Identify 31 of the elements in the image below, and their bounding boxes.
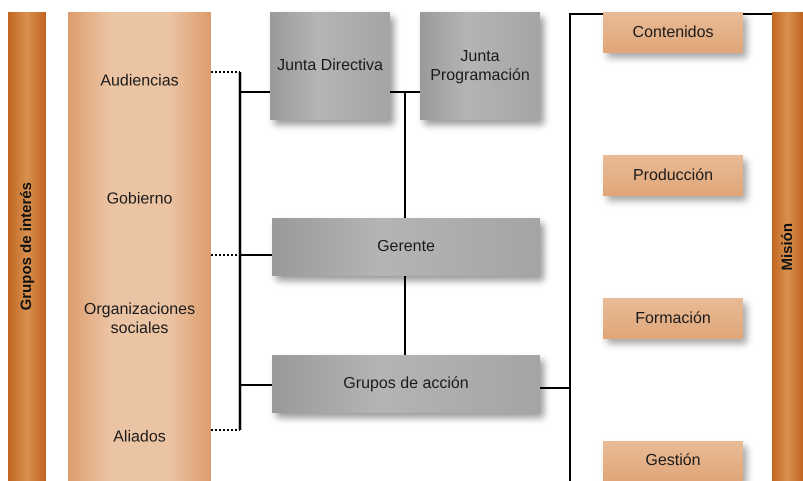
process-box: [603, 155, 743, 196]
process-box: [603, 12, 743, 53]
process-box: [603, 298, 743, 339]
process-box: [272, 218, 540, 276]
connector-line: [211, 384, 272, 431]
text-label: Contenidos: [632, 22, 714, 42]
text-label: Grupos de interés: [18, 182, 36, 311]
text-label: Gerente: [377, 237, 435, 257]
text-label: Junta Directiva: [277, 56, 383, 76]
process-box: [420, 12, 540, 120]
text-label: Grupos de acción: [343, 374, 469, 394]
stakeholder-band: [68, 12, 211, 481]
connector-line: [404, 91, 420, 218]
text-label: Aliados: [112, 427, 167, 447]
text-label: Organizaciones sociales: [82, 300, 196, 338]
text-label: Gestión: [645, 451, 701, 471]
connector-line: [211, 254, 272, 256]
text-label: Misión: [778, 222, 796, 270]
text-label: Junta Programación: [429, 46, 531, 86]
process-box: [603, 441, 743, 481]
connector-line: [404, 276, 406, 355]
process-box: [272, 355, 540, 413]
text-label: Formación: [635, 308, 711, 328]
text-label: Gobierno: [106, 189, 174, 209]
connector-line: [211, 71, 270, 93]
side-bar: [772, 12, 803, 481]
bracket-line: [238, 72, 242, 430]
text-label: Audiencias: [99, 71, 180, 91]
text-label: Producción: [632, 166, 714, 186]
side-bar: [8, 12, 46, 481]
process-box: [270, 12, 390, 120]
